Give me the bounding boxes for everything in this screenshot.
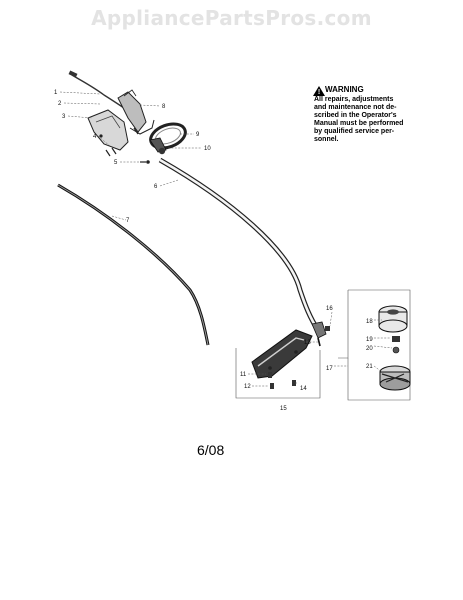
handle-housing bbox=[87, 109, 129, 151]
warning-triangle-icon bbox=[313, 86, 325, 96]
warning-line: sonnel. bbox=[314, 136, 339, 143]
callout-15: 15 bbox=[280, 406, 287, 412]
trimmer-head-cap-18 bbox=[378, 305, 408, 333]
callout-9: 9 bbox=[196, 132, 200, 138]
shaft-tube bbox=[158, 157, 321, 332]
warning-line: and maintenance not de- bbox=[314, 104, 397, 111]
callout-11: 11 bbox=[240, 372, 247, 378]
warning-line: All repairs, adjustments bbox=[314, 96, 394, 103]
callout-2: 2 bbox=[58, 101, 62, 107]
trigger-handle bbox=[117, 91, 147, 133]
callout-1: 1 bbox=[54, 90, 58, 96]
warning-line: by qualified service per- bbox=[314, 128, 395, 135]
callout-21: 21 bbox=[366, 364, 373, 370]
screws-group bbox=[105, 127, 150, 164]
trimmer-spool-21 bbox=[379, 365, 411, 391]
trimmer-parts-19-20 bbox=[392, 336, 400, 354]
leader-lines bbox=[59, 91, 393, 387]
callout-7: 7 bbox=[126, 218, 130, 224]
bracket-17 bbox=[338, 290, 349, 359]
callout-19: 19 bbox=[366, 337, 373, 343]
callout-14: 14 bbox=[300, 386, 307, 392]
callout-8: 8 bbox=[162, 104, 166, 110]
throttle-cable bbox=[71, 74, 125, 109]
callout-16: 16 bbox=[326, 306, 333, 312]
callout-13: 13 bbox=[304, 340, 311, 346]
callout-17: 17 bbox=[326, 366, 333, 372]
warning-exclamation-glyph: ! bbox=[317, 89, 321, 96]
callout-12: 12 bbox=[244, 384, 251, 390]
callout-6: 6 bbox=[154, 184, 158, 190]
warning-title: WARNING bbox=[325, 85, 364, 94]
warning-text: All repairs, adjustments and maintenance… bbox=[314, 96, 414, 144]
callout-3: 3 bbox=[62, 114, 66, 120]
gear-head bbox=[311, 321, 327, 339]
flex-shaft bbox=[57, 183, 210, 346]
callout-5: 5 bbox=[114, 160, 118, 166]
warning-line: Manual must be performed bbox=[314, 120, 404, 127]
grass-deflector-guard bbox=[251, 329, 313, 379]
callout-4: 4 bbox=[93, 134, 97, 140]
warning-line: scribed in the Operator's bbox=[314, 112, 397, 119]
loop-handle bbox=[149, 122, 187, 150]
guard-screws bbox=[268, 372, 296, 389]
watermark: AppliancePartsPros.com bbox=[91, 6, 372, 30]
page-code: 6/08 bbox=[197, 442, 225, 458]
bolt-16 bbox=[325, 326, 330, 331]
callout-18: 18 bbox=[366, 319, 373, 325]
callout-20: 20 bbox=[366, 346, 373, 352]
bracket-15 bbox=[235, 348, 321, 399]
callout-10: 10 bbox=[204, 146, 211, 152]
handle-knob bbox=[158, 147, 166, 155]
cable-end bbox=[68, 70, 78, 78]
